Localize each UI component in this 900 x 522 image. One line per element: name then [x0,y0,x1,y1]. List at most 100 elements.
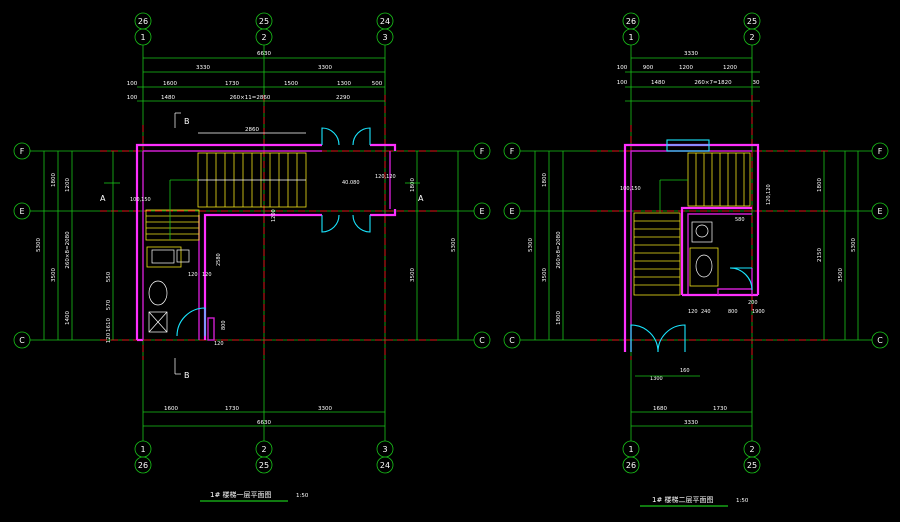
axis-label: C [509,336,515,345]
axis-label: F [20,147,25,156]
axis-label: 1 [140,445,145,454]
dimension-text: 2580 [216,253,222,266]
section-label: B [184,371,190,380]
dimension-text: 1480 [651,80,665,86]
dimension-text: 1300 [650,376,663,382]
door-swing [657,324,686,353]
dimension-text: 3500 [542,268,548,282]
axis-label: 1 [628,445,633,454]
dimension-text: 800 [728,309,738,315]
plan2-stair-lower [633,180,681,296]
dimension-text: 240 [701,309,711,315]
axis-label: 1 [628,33,633,42]
dimension-text: 1800 [542,173,548,187]
axis-label: 26 [138,17,148,26]
dimension-text: 3300 [318,406,332,412]
plan2-axis-bubbles-side: F E C F E C [503,142,889,349]
plan2-title-block: 1# 楼梯二层平面图 1:50 [640,495,749,507]
dimension-text: 100 [127,81,138,87]
plan-2: 26 1 25 2 1 26 2 25 F E C F E C [503,12,889,507]
axis-label: E [877,207,882,216]
door-swing [321,127,340,146]
plan-1: 26 1 25 2 24 3 1 26 2 25 3 24 F E C F E … [13,12,491,502]
dimension-text: 1730 [225,81,239,87]
axis-label: 26 [626,461,636,470]
elevation-text: 40.080 [342,180,360,186]
axis-label: 25 [747,17,757,26]
dimension-text: 3300 [318,65,332,71]
section-label: B [184,117,190,126]
dimension-text: 260×8=2080 [556,231,562,269]
dimension-text: 200 [748,300,758,306]
dimension-text: 3500 [838,268,844,282]
elevation-text: 100,150 [620,186,641,192]
dimension-text: 1600 [164,406,178,412]
axis-label: F [510,147,515,156]
door-swing [729,267,753,291]
plan1-stair-upper [170,152,307,208]
dimension-text: 1800 [410,178,416,192]
axis-label: F [878,147,883,156]
dimension-text: 1900 [752,309,765,315]
door-swing [176,307,206,337]
dimension-text: 3500 [410,268,416,282]
dimension-text: 900 [643,65,654,71]
dimension-text: 3500 [51,268,57,282]
plan1-doors [176,127,371,341]
dimension-text: 1300 [337,81,351,87]
section-label: A [100,194,106,203]
plan1-walls [135,143,397,342]
plan1-bottom-dimensions: 1600 1730 3300 6630 [143,406,385,427]
dimension-text: 1600 [163,81,177,87]
dimension-text: 2860 [245,127,259,133]
toilet-fixture [695,254,713,278]
dimension-text: 1480 [161,95,175,101]
dimension-text: 1200 [679,65,693,71]
plan1-stair-lower [145,180,200,241]
plan1-grid-vertical [142,45,386,441]
dimension-text: 3330 [684,420,698,426]
dimension-text: 120 [202,272,212,278]
dimension-text: 800 [221,320,227,330]
plan1-fixtures [146,246,190,333]
plan2-axis-bubbles-bottom: 1 26 2 25 [622,440,761,474]
axis-label: 24 [380,461,390,470]
axis-label: E [19,207,24,216]
axis-label: 2 [749,33,754,42]
dimension-text: 2290 [336,95,350,101]
axis-label: 2 [261,33,266,42]
plan2-stair-upper [660,152,751,207]
section-label: A [418,194,424,203]
plan2-fixtures [689,221,719,287]
dimension-text: 2150 [817,248,823,262]
dimension-text: 6630 [257,420,271,426]
axis-label: 3 [382,445,387,454]
plan1-axis-bubbles-bottom: 1 26 2 25 3 24 [134,440,394,474]
dimension-text: 260×7=1820 [694,80,732,86]
drawing-scale: 1:50 [296,493,309,499]
dimension-text: 120 [214,341,224,347]
toilet-fixture [148,280,168,306]
dimension-text: 3330 [196,65,210,71]
dimension-text: 30 [753,80,760,86]
dimension-text: 120 [106,332,112,343]
plan2-top-dimensions: 3330 100 900 1200 1200 100 1480 260×7=18… [617,51,760,102]
plan2-walls [623,143,760,352]
sink-fixture [691,221,713,243]
dimension-text: 1800 [817,178,823,192]
door-swing [352,214,371,233]
dimension-text: 1730 [713,406,727,412]
door-swing [352,127,371,146]
dimension-text: 5300 [528,238,534,252]
elevation-text: 120,120 [766,184,772,205]
dimension-text: 1200 [65,178,71,192]
counter-fixture [146,246,182,268]
plan1-title-block: 1# 楼梯一层平面图 1:50 [200,490,309,502]
axis-label: C [877,336,883,345]
drawing-title: 1# 楼梯一层平面图 [210,490,272,499]
dimension-text: 5300 [36,238,42,252]
door-swing [630,324,659,353]
dimension-text: 550 [106,271,112,282]
dimension-text: 100 [617,65,628,71]
